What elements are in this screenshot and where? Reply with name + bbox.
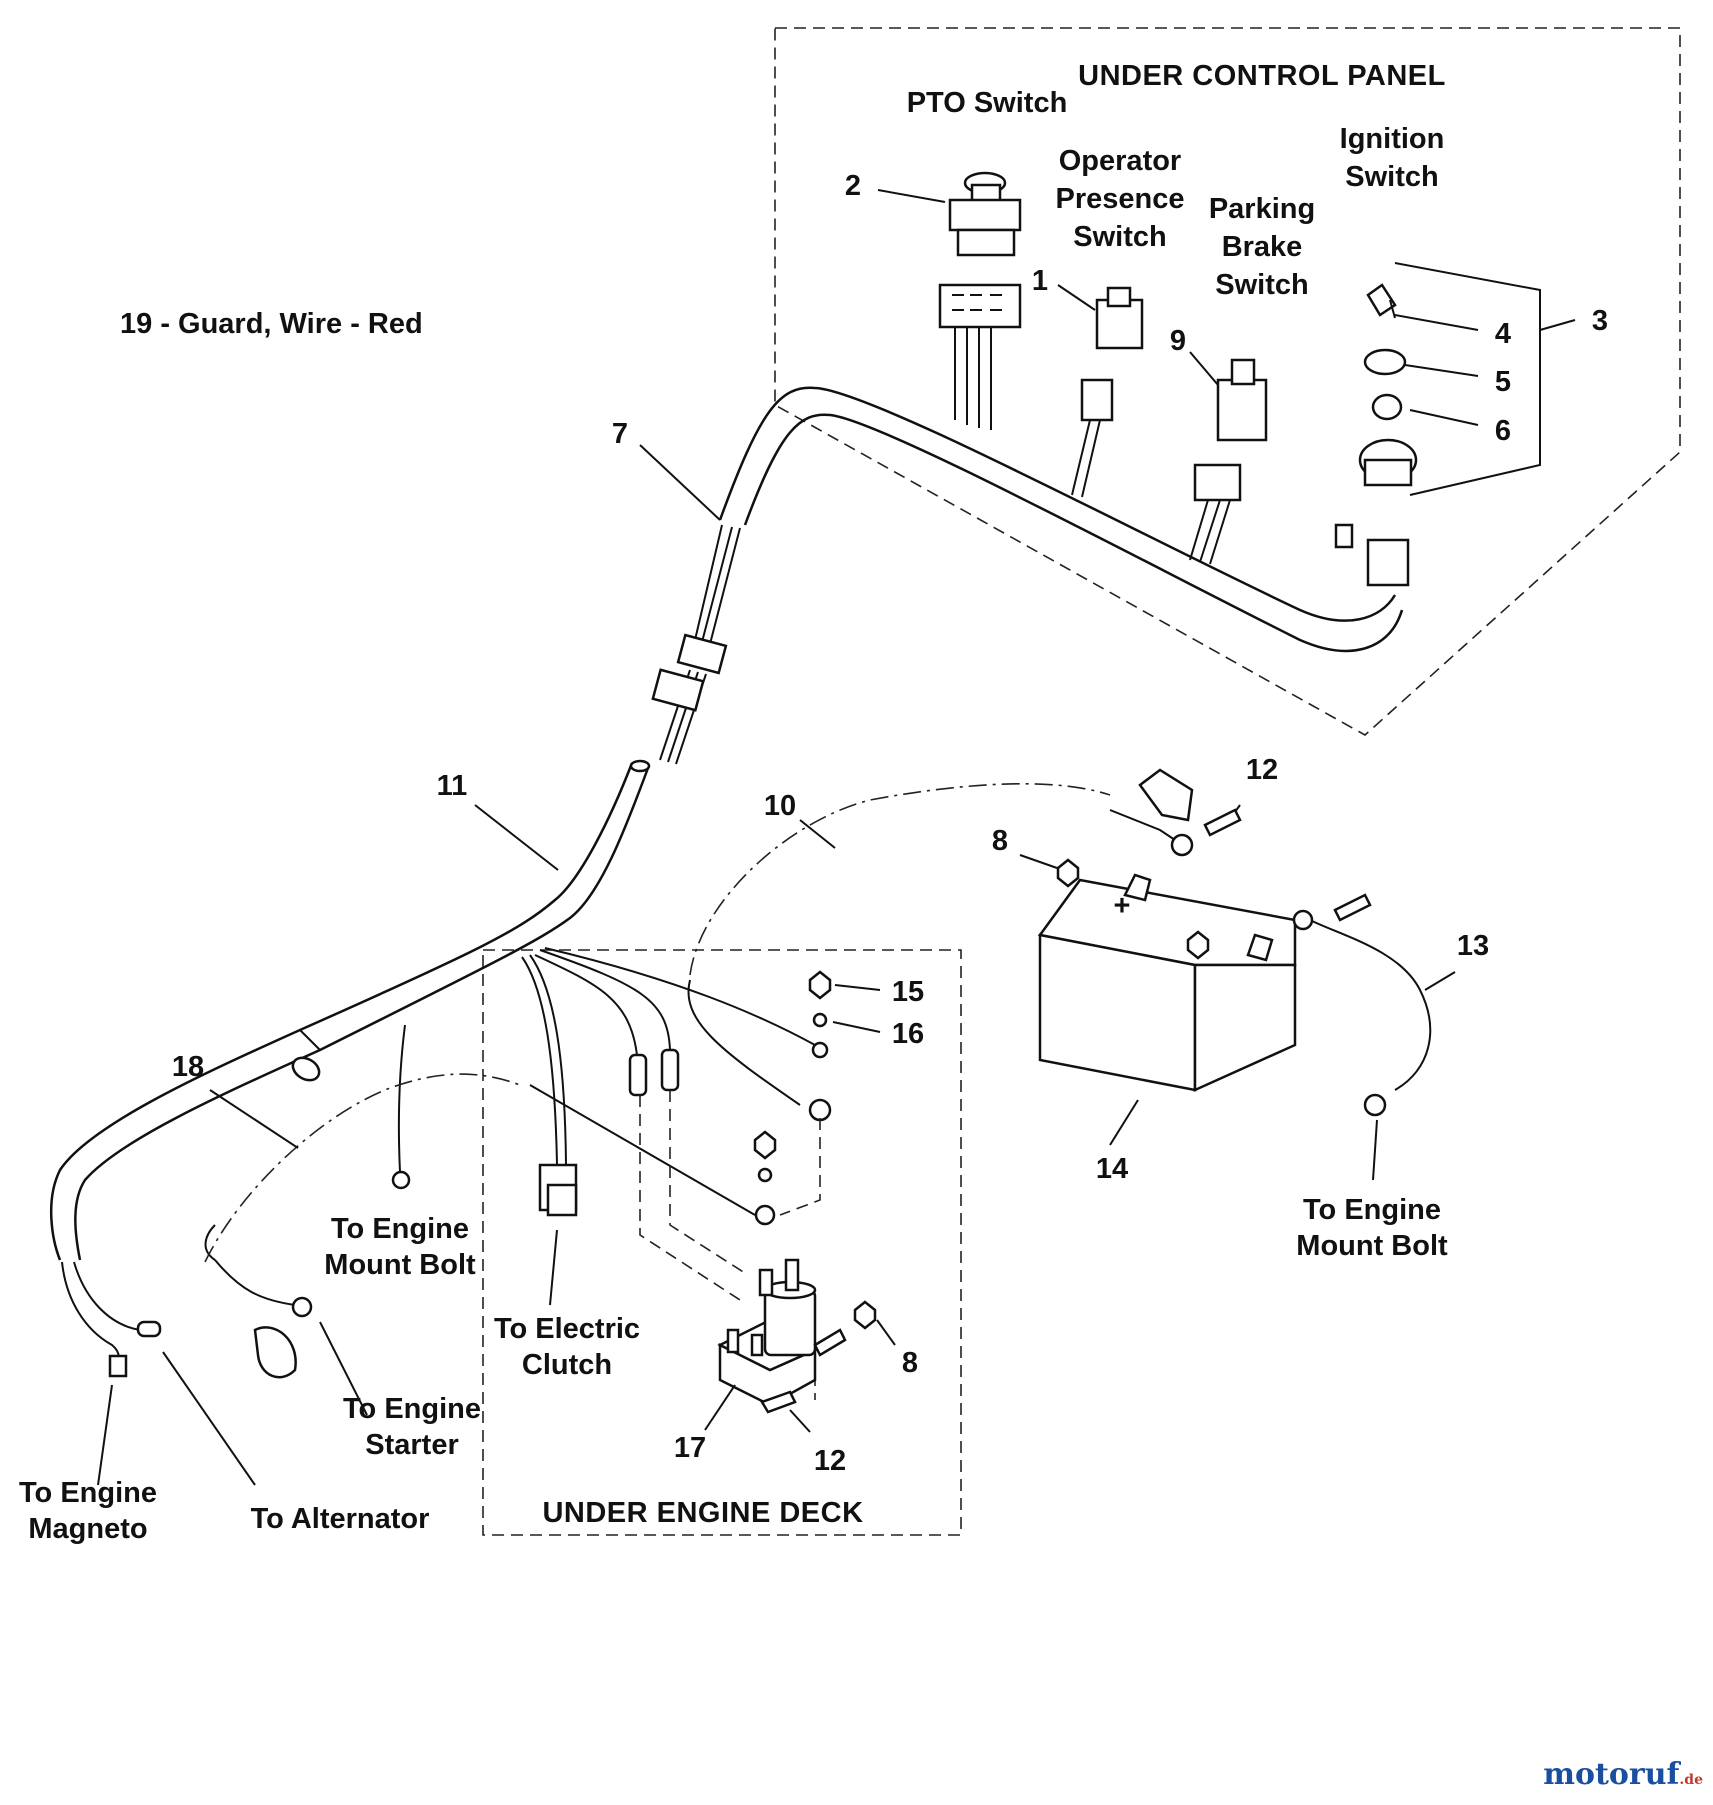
callout-15: 15 [892, 976, 924, 1008]
label-engine-starter-2: Starter [365, 1429, 459, 1461]
spade-terminal-b [660, 1048, 680, 1092]
pto-switch [948, 171, 1022, 257]
callout-12-solenoid: 12 [814, 1445, 846, 1477]
nut-8-solenoid [853, 1300, 877, 1330]
watermark-tld: .de [1679, 1772, 1703, 1788]
label-parking-brake-2: Brake [1222, 231, 1303, 263]
spade-terminal-a [628, 1053, 648, 1097]
nut-solenoid [753, 1130, 777, 1160]
callout-16: 16 [892, 1018, 924, 1050]
label-engine-starter-1: To Engine [343, 1393, 481, 1425]
callout-5: 5 [1495, 366, 1511, 398]
parking-brake-switch [1189, 358, 1268, 565]
washer-16 [812, 1012, 828, 1028]
nut-battery [1186, 930, 1210, 960]
cable-18-route [204, 1073, 521, 1263]
callout-6: 6 [1495, 415, 1511, 447]
magneto-connector [108, 1354, 128, 1378]
callout-2: 2 [845, 170, 861, 202]
engine-deck-boundary [482, 949, 962, 1536]
callout-17: 17 [674, 1432, 706, 1464]
callout-9: 9 [1170, 325, 1186, 357]
nut-8-top [1056, 858, 1080, 888]
callout-14: 14 [1096, 1153, 1128, 1185]
harness-connector-lower [651, 668, 705, 712]
callout-4: 4 [1495, 318, 1511, 350]
callout-13: 13 [1457, 930, 1489, 962]
watermark-logo: motoruf.de [1543, 1757, 1703, 1792]
label-ignition-2: Switch [1345, 161, 1438, 193]
washer-solenoid [757, 1167, 773, 1183]
nut-15 [808, 970, 832, 1000]
label-electric-clutch-1: To Electric [494, 1313, 640, 1345]
callout-1: 1 [1032, 265, 1048, 297]
callout-8-top: 8 [992, 825, 1008, 857]
callout-numbers: 1 2 3 4 5 6 7 8 8 9 10 11 12 12 13 14 15… [172, 170, 1608, 1477]
callout-3: 3 [1592, 305, 1608, 337]
bolt-12-solenoid [760, 1390, 797, 1414]
label-alternator: To Alternator [251, 1503, 430, 1535]
label-guard-note: 19 - Guard, Wire - Red [120, 308, 423, 340]
battery [1037, 873, 1297, 1092]
harness-connector-upper [676, 633, 728, 675]
bolt-12-top [1203, 808, 1242, 837]
battery-cap [1138, 768, 1194, 822]
engine-deck-header: UNDER ENGINE DECK [542, 1497, 863, 1529]
callout-12-top: 12 [1246, 754, 1278, 786]
watermark-brand: motoruf [1543, 1757, 1680, 1792]
ignition-connector [1334, 523, 1410, 587]
label-parking-brake-3: Switch [1215, 269, 1308, 301]
starter-solenoid [717, 1258, 847, 1407]
label-battery-mount-1: To Engine [1303, 1194, 1441, 1226]
label-engine-magneto-2: Magneto [28, 1513, 147, 1545]
label-engine-mount-1: To Engine [331, 1213, 469, 1245]
label-operator-presence-1: Operator [1059, 145, 1181, 177]
label-engine-magneto-1: To Engine [19, 1477, 157, 1509]
label-operator-presence-3: Switch [1073, 221, 1166, 253]
ignition-key [1366, 283, 1397, 319]
battery-polarity-label: + [1114, 890, 1131, 922]
callout-18: 18 [172, 1051, 204, 1083]
label-pto-switch: PTO Switch [907, 87, 1068, 119]
ignition-switch-body [1358, 438, 1418, 487]
pto-connector [938, 283, 1022, 430]
label-electric-clutch-2: Clutch [522, 1349, 612, 1381]
alternator-connector [136, 1320, 162, 1338]
label-operator-presence-2: Presence [1056, 183, 1185, 215]
label-ignition-1: Ignition [1340, 123, 1445, 155]
label-battery-mount-2: Mount Bolt [1296, 1230, 1448, 1262]
callout-10: 10 [764, 790, 796, 822]
label-engine-mount-2: Mount Bolt [324, 1249, 476, 1281]
cable-10-route [689, 783, 1111, 976]
operator-presence-switch [1071, 286, 1144, 498]
ignition-nut-6 [1371, 393, 1403, 421]
label-parking-brake-1: Parking [1209, 193, 1315, 225]
callout-7: 7 [612, 418, 628, 450]
control-panel-boundary [774, 27, 1681, 736]
ignition-nut-5 [1363, 348, 1407, 376]
leader-lines [97, 189, 1576, 1486]
callout-8-solenoid: 8 [902, 1347, 918, 1379]
control-panel-header: UNDER CONTROL PANEL [1078, 60, 1446, 92]
callout-11: 11 [437, 770, 468, 802]
bolt-13 [1333, 893, 1372, 922]
main-wire-harness [49, 386, 1404, 1379]
